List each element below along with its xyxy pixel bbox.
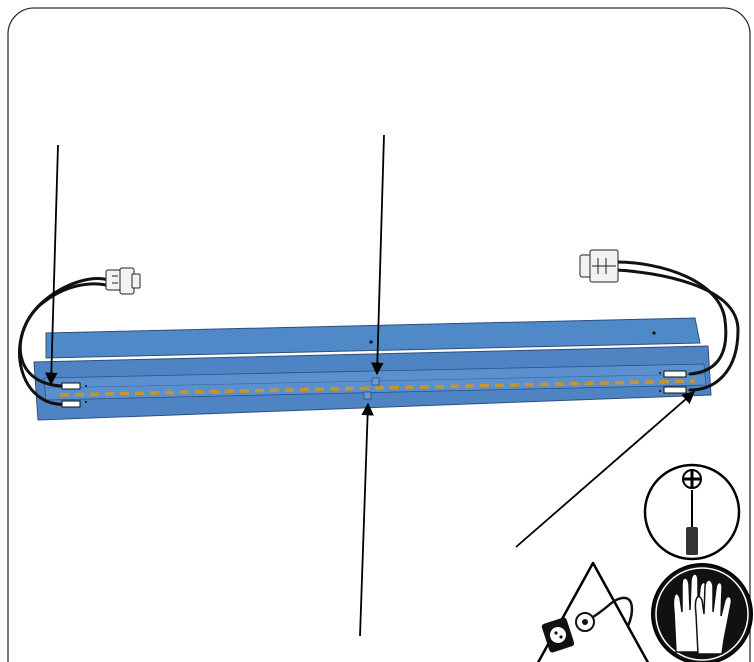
right-terminal-bottom <box>663 386 687 394</box>
phillips-screwdriver-icon <box>643 463 741 561</box>
frame-border <box>7 7 751 662</box>
right-connector-icon <box>579 249 619 283</box>
dot <box>85 385 87 387</box>
left-terminal-top <box>61 382 81 390</box>
dot <box>85 401 87 403</box>
center-clip-top <box>371 377 380 386</box>
unplug-power-warning-icon <box>536 561 650 662</box>
wear-gloves-icon <box>651 563 753 662</box>
channel-back-wall <box>45 317 701 359</box>
dot <box>659 390 661 392</box>
left-terminal-bottom <box>61 400 81 408</box>
screw-hole-right <box>652 331 656 335</box>
center-clip-bottom <box>363 391 372 400</box>
arrow-center-bottom <box>359 402 374 637</box>
left-wire-harness <box>18 277 112 406</box>
right-terminal-top <box>663 370 687 378</box>
left-connector-icon <box>105 267 141 295</box>
arrow-center-top <box>371 134 385 376</box>
led-strip <box>59 379 696 397</box>
arrow-right-terminal <box>515 391 695 548</box>
screw-hole-top <box>369 340 373 344</box>
arrow-left-terminal <box>45 144 59 386</box>
dot <box>659 372 661 374</box>
right-wire-harness <box>614 260 740 392</box>
